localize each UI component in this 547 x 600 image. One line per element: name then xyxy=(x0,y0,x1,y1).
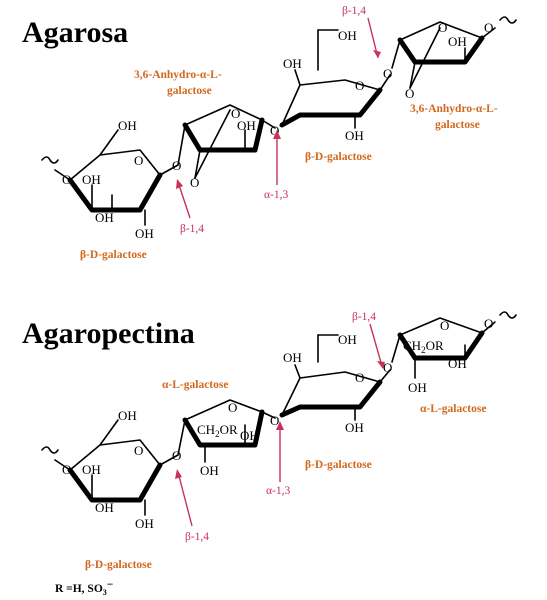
agaropectina-ch2or-1: CH2OR xyxy=(197,422,238,439)
agaropectina-label-galactose-left: β-D-galactose xyxy=(85,559,152,571)
agarosa-ring-galactose-left xyxy=(41,129,179,226)
agaropectina-oh-3: OH xyxy=(95,500,114,515)
agarosa-oh-1: OH xyxy=(118,118,137,133)
agarosa-ring-o-4: O xyxy=(438,20,447,35)
agarosa-link-b14-top: β-1,4 xyxy=(342,5,366,17)
agarosa-oh-6: OH xyxy=(338,28,357,43)
agarosa-o-link-2: O xyxy=(270,123,279,138)
agarosa-ring-anhydro-left xyxy=(177,104,276,179)
agarosa-ring-o-2: O xyxy=(231,106,240,121)
agarosa-label-anhydro-right-2: galactose xyxy=(435,119,480,131)
r-group-footnote: R =H, SO3− xyxy=(55,579,113,597)
agaropectina-title: Agaropectina xyxy=(22,317,195,350)
agarosa-bridge-o-1: O xyxy=(190,175,199,190)
agaropectina-ring-alpha-right xyxy=(391,311,517,379)
agarosa-label-galactose-left: β-D-galactose xyxy=(80,249,147,261)
agaropectina-label-alpha-right: α-L-galactose xyxy=(420,403,486,415)
agaropectina-panel: Agaropectina OH O OH O OH OH O O CH2OR xyxy=(22,311,517,571)
agarosa-ring-o-3: O xyxy=(355,78,364,93)
agaropectina-o-link-1: O xyxy=(172,448,181,463)
agaropectina-oh-4: OH xyxy=(135,516,154,531)
agarosa-label-anhydro-left-2: galactose xyxy=(167,85,212,97)
agarosa-bridge-o-2: O xyxy=(405,86,414,101)
agaropectina-label-alpha-left: α-L-galactose xyxy=(162,379,228,391)
agaropectina-oh-5: OH xyxy=(240,428,259,443)
agarosa-o-right: O xyxy=(484,20,493,35)
agarosa-oh-3: OH xyxy=(95,210,114,225)
agaropectina-ring-o-3: O xyxy=(355,370,364,385)
agaropectina-ring-o-2: O xyxy=(228,400,237,415)
agarosa-label-anhydro-right-1: 3,6-Anhydro-α-L- xyxy=(410,103,498,115)
agarosa-oh-2: OH xyxy=(82,172,101,187)
agaropectina-ring-alpha-left xyxy=(177,399,276,463)
agarosa-panel: Agarosa OH O OH O OH OH O O xyxy=(22,5,517,261)
agaropectina-arrow-b14-top xyxy=(369,323,383,367)
agarosa-title: Agarosa xyxy=(22,16,128,49)
agaropectina-oh-1: OH xyxy=(118,408,137,423)
agaropectina-ring-o-4: O xyxy=(440,318,449,333)
agarosa-label-anhydro-left-1: 3,6-Anhydro-α-L- xyxy=(134,69,222,81)
agarosa-link-a13: α-1,3 xyxy=(264,189,288,201)
agaropectina-link-a13: α-1,3 xyxy=(266,485,290,497)
agaropectina-link-b14-top: β-1,4 xyxy=(352,311,376,323)
agaropectina-link-b14-low: β-1,4 xyxy=(185,531,209,543)
agarosa-arrow-b14-low xyxy=(177,181,191,219)
agaropectina-o-right: O xyxy=(484,316,493,331)
agaropectina-oh-11: OH xyxy=(408,380,427,395)
agaropectina-ring-galactose-mid xyxy=(279,334,391,421)
agarosa-o-left: O xyxy=(62,172,71,187)
agarosa-oh-4: OH xyxy=(135,226,154,241)
agarosa-ring-o-1: O xyxy=(134,153,143,168)
agarosa-oh-9: OH xyxy=(448,34,467,49)
agaropectina-ring-galactose-left xyxy=(41,419,179,516)
agaropectina-o-link-3: O xyxy=(383,360,392,375)
agaropectina-oh-10: OH xyxy=(448,356,467,371)
agarosa-oh-8: OH xyxy=(345,128,364,143)
agaropectina-oh-9: OH xyxy=(345,420,364,435)
agaropectina-o-left: O xyxy=(62,462,71,477)
agarosa-oh-5: OH xyxy=(237,118,256,133)
agaropectina-arrow-b14-low xyxy=(177,471,193,527)
agarosa-o-link-1: O xyxy=(172,158,181,173)
agaropectina-label-galactose-mid: β-D-galactose xyxy=(305,459,372,471)
agaropectina-oh-8: OH xyxy=(283,350,302,365)
agarosa-label-galactose-mid: β-D-galactose xyxy=(305,151,372,163)
agaropectina-oh-7: OH xyxy=(338,332,357,347)
agaropectina-ring-o-1: O xyxy=(134,443,143,458)
agaropectina-o-link-2: O xyxy=(270,413,279,428)
agarosa-ring-anhydro-right xyxy=(391,16,517,89)
agarosa-link-b14-low: β-1,4 xyxy=(180,223,204,235)
agarosa-ring-galactose-mid xyxy=(279,29,391,129)
agaropectina-oh-6: OH xyxy=(200,463,219,478)
agarosa-oh-7: OH xyxy=(283,56,302,71)
agarosa-o-link-3: O xyxy=(383,66,392,81)
agaropectina-ch2or-2: CH2OR xyxy=(403,338,444,355)
agaropectina-oh-2: OH xyxy=(82,462,101,477)
